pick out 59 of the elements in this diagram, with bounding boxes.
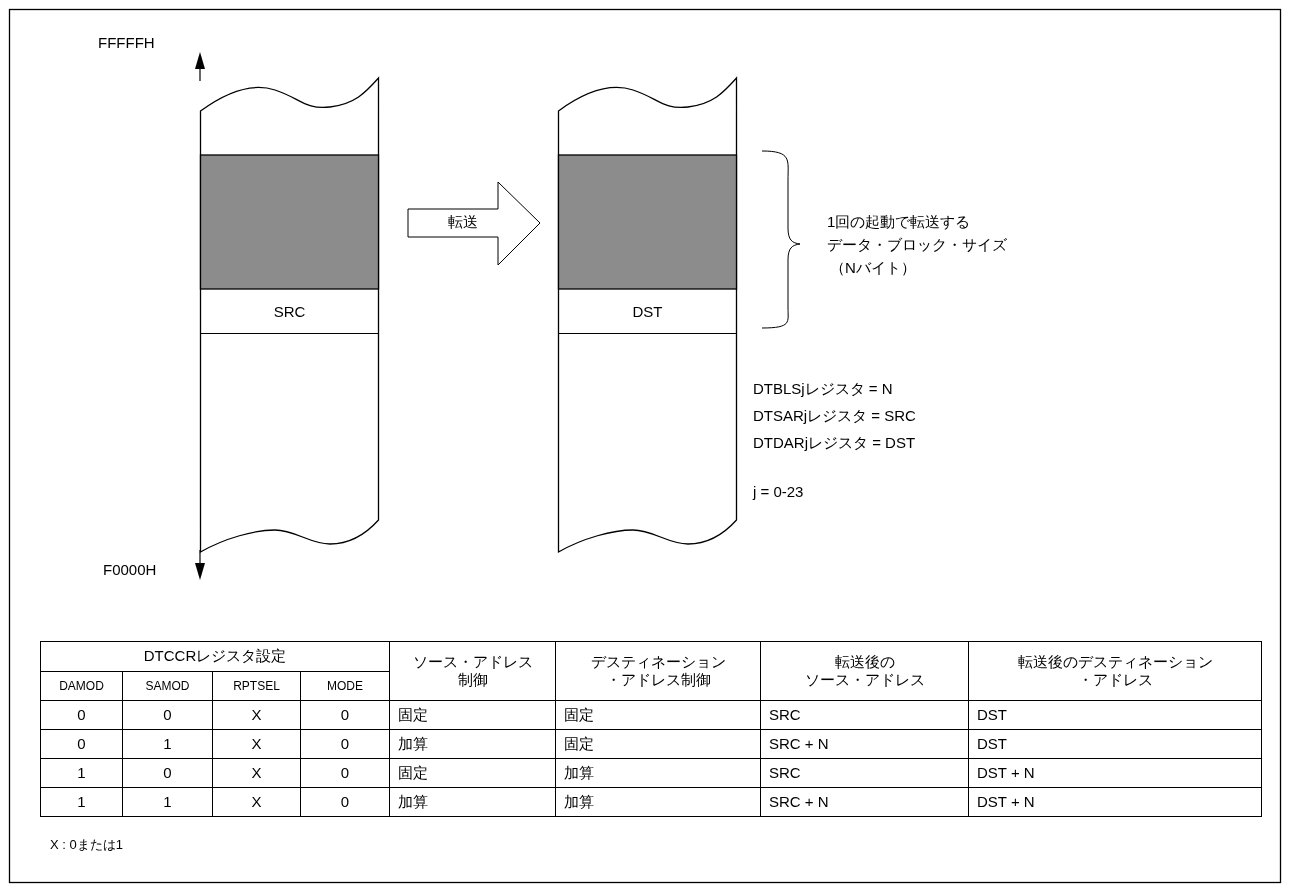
header-text: ソース・アドレス <box>412 653 533 671</box>
address-label: F0000H <box>103 561 157 579</box>
header-text: 制御 <box>457 671 488 689</box>
register-setting: DTBLSjレジスタ = N <box>753 380 893 398</box>
header-text: SAMOD <box>145 677 190 695</box>
cell-text: 1 <box>77 764 86 782</box>
cell-text: DST <box>977 706 1007 724</box>
cell-text: X <box>251 764 262 782</box>
note-text: j = 0-23 <box>753 483 804 501</box>
cell-text: DST + N <box>977 764 1035 782</box>
header-text: 転送後の <box>834 653 895 671</box>
cell-text: 加算 <box>398 793 428 811</box>
cell-text: SRC <box>769 706 801 724</box>
cell-text: 0 <box>340 793 350 811</box>
header-text: ソース・アドレス <box>804 671 925 689</box>
cell-text: 加算 <box>564 793 594 811</box>
header-text: ・アドレス <box>1077 671 1153 689</box>
cell-text: X <box>251 735 262 753</box>
header-text: DTCCRレジスタ設定 <box>143 647 287 666</box>
cell-text: 0 <box>340 735 350 753</box>
cell-text: 固定 <box>398 764 428 782</box>
annotation-text: （Nバイト） <box>830 259 916 277</box>
register-setting: DTDARjレジスタ = DST <box>753 434 916 452</box>
address-label: DST <box>632 302 663 320</box>
annotation-text: データ・ブロック・サイズ <box>827 236 1007 254</box>
cell-text: 0 <box>163 764 172 782</box>
cell-text: 0 <box>77 706 86 724</box>
cell-text: SRC + N <box>769 735 829 753</box>
block-arrow <box>407 181 541 266</box>
cell-text: DST <box>977 735 1007 753</box>
address-label: FFFFFH <box>98 34 155 52</box>
footnote: X : 0または1 <box>50 836 123 854</box>
cell-text: 1 <box>77 793 86 811</box>
edge-label: 転送 <box>448 213 478 231</box>
cell-text: 加算 <box>564 764 594 782</box>
cell-text: 固定 <box>398 706 428 724</box>
cell-text: 1 <box>163 735 172 753</box>
cell-text: 固定 <box>564 706 594 724</box>
cell-text: X <box>251 706 262 724</box>
cell-text: DST + N <box>977 793 1035 811</box>
header-text: RPTSEL <box>233 677 280 695</box>
cell-text: 0 <box>340 764 350 782</box>
header-text: MODE <box>327 677 363 695</box>
cell-text: SRC <box>769 764 801 782</box>
cell-text: 加算 <box>398 735 428 753</box>
cell-text: X <box>251 793 262 811</box>
cell-text: 0 <box>163 706 172 724</box>
header-text: デスティネーション <box>590 653 726 671</box>
header-text: ・アドレス制御 <box>605 671 711 689</box>
header-text: 転送後のデスティネーション <box>1017 653 1213 671</box>
cell-text: 固定 <box>564 735 594 753</box>
cell-text: 0 <box>340 706 350 724</box>
cell-text: 1 <box>163 793 172 811</box>
register-setting: DTSARjレジスタ = SRC <box>753 407 916 425</box>
cell-text: SRC + N <box>769 793 829 811</box>
address-label: SRC <box>273 302 306 320</box>
cell-text: 0 <box>77 735 86 753</box>
header-text: DAMOD <box>59 677 104 695</box>
annotation-text: 1回の起動で転送する <box>827 213 971 231</box>
